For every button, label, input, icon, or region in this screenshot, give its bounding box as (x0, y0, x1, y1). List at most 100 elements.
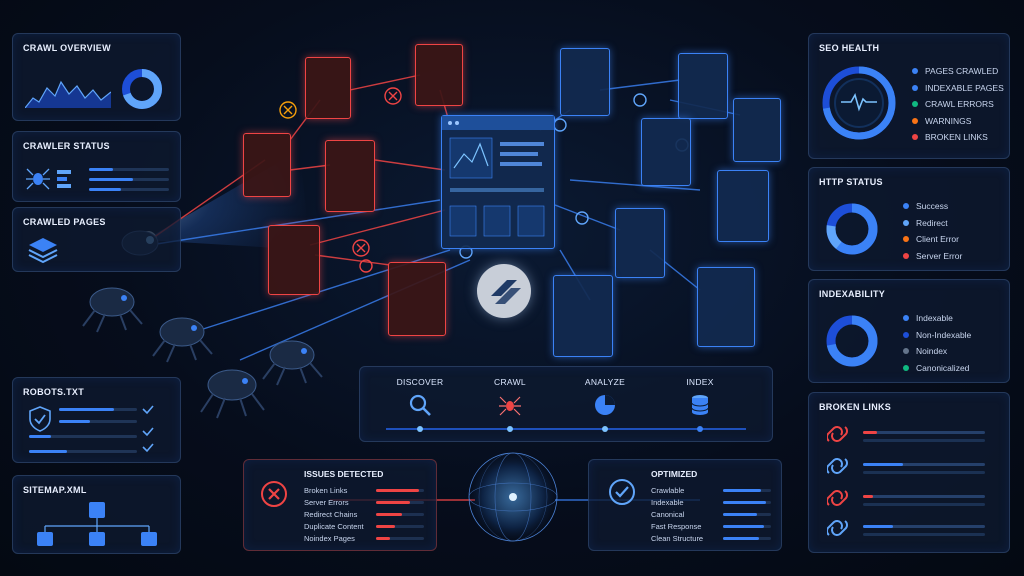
panel-title: CRAWLER STATUS (23, 141, 110, 151)
crawler-robot-4 (262, 340, 323, 386)
chain-marker-1 (553, 118, 567, 132)
stage-label: INDEX (686, 377, 714, 387)
legend-item: Indexable (903, 310, 971, 327)
stage-analyze[interactable]: ANALYZE (565, 377, 645, 419)
page-window-error (268, 225, 320, 295)
crawler-robot-2 (82, 287, 143, 333)
crawler-robot-5 (200, 369, 265, 419)
legend-item: CRAWL ERRORS (912, 96, 1004, 113)
legend-item: INDEXABLE PAGES (912, 80, 1004, 97)
panel-title: BROKEN LINKS (819, 402, 892, 412)
brand-logo-icon (477, 264, 531, 318)
http-status-panel[interactable]: HTTP STATUS Success Redirect Client Erro… (808, 167, 1010, 271)
seo-health-legend: PAGES CRAWLED INDEXABLE PAGES CRAWL ERRO… (912, 63, 1004, 146)
issue-item[interactable]: Server Errors (304, 496, 424, 508)
database-icon (691, 395, 709, 415)
broken-links-panel[interactable]: BROKEN LINKS (808, 392, 1010, 553)
page-window-healthy (641, 118, 691, 186)
optimized-item[interactable]: Clean Structure (651, 532, 771, 544)
optimized-item[interactable]: Indexable (651, 496, 771, 508)
pipeline-progress-track (386, 426, 746, 432)
panel-title: ROBOTS.TXT (23, 387, 84, 397)
indexability-panel[interactable]: INDEXABILITY Indexable Non-Indexable Noi… (808, 279, 1010, 383)
stage-label: DISCOVER (396, 377, 444, 387)
red-link-5 (374, 159, 446, 171)
legend-item: Client Error (903, 231, 962, 248)
issue-item[interactable]: Redirect Chains (304, 508, 424, 520)
pie-chart-icon (595, 395, 615, 415)
spider-icon (26, 168, 50, 190)
stage-discover[interactable]: DISCOVER (380, 377, 460, 419)
crawler-status-panel[interactable]: CRAWLER STATUS (12, 131, 181, 202)
page-window-healthy (615, 208, 665, 278)
indexability-donut (826, 315, 878, 367)
page-window-healthy (560, 48, 610, 116)
issue-item[interactable]: Broken Links (304, 484, 424, 496)
check-circle-icon (609, 479, 635, 505)
broken-link-list (827, 426, 985, 536)
broken-link-icon (827, 426, 848, 442)
panel-title: SEO HEALTH (819, 43, 880, 53)
magnifier-icon (409, 394, 431, 416)
stage-index[interactable]: INDEX (660, 377, 740, 419)
page-window-healthy (678, 53, 728, 119)
legend-item: BROKEN LINKS (912, 129, 1004, 146)
stage-label: CRAWL (494, 377, 526, 387)
crawled-pages-panel[interactable]: CRAWLED PAGES (12, 207, 181, 272)
broken-link-icon (827, 458, 848, 474)
legend-item: Non-Indexable (903, 327, 971, 344)
page-window-main (441, 115, 555, 249)
stage-label: ANALYZE (584, 377, 626, 387)
page-window-main-content (442, 116, 554, 237)
red-link-6 (314, 254, 391, 266)
panel-title: CRAWL OVERVIEW (23, 43, 111, 53)
seo-health-ring (822, 66, 896, 140)
panel-title: CRAWLED PAGES (23, 217, 106, 227)
legend-item: WARNINGS (912, 113, 1004, 130)
optimized-item[interactable]: Fast Response (651, 520, 771, 532)
optimized-title: OPTIMIZED (651, 469, 698, 479)
check-icon (142, 405, 154, 453)
optimized-panel[interactable]: OPTIMIZED Crawlable Indexable Canonical … (588, 459, 782, 551)
page-window-error (325, 140, 375, 212)
robots-txt-panel[interactable]: ROBOTS.TXT (12, 377, 181, 463)
red-link-7 (309, 209, 446, 246)
issue-item[interactable]: Duplicate Content (304, 520, 424, 532)
stage-crawl[interactable]: CRAWL (470, 377, 550, 419)
legend-item: PAGES CRAWLED (912, 63, 1004, 80)
panel-title: SITEMAP.XML (23, 485, 87, 495)
red-x-marker-1 (279, 101, 297, 119)
layers-icon (28, 238, 58, 264)
page-window-healthy (717, 170, 769, 242)
area-chart-icon (25, 80, 111, 108)
sitemap-xml-panel[interactable]: SITEMAP.XML (12, 475, 181, 554)
page-window-healthy (697, 267, 755, 347)
status-bars (89, 168, 169, 198)
legend-item: Server Error (903, 248, 962, 265)
issue-item[interactable]: Noindex Pages (304, 532, 424, 544)
broken-link-icon (827, 490, 848, 506)
globe-sphere-icon (468, 452, 558, 542)
optimized-item[interactable]: Canonical (651, 508, 771, 520)
blue-link-5 (599, 79, 681, 91)
optimized-item[interactable]: Crawlable (651, 484, 771, 496)
page-window-error (415, 44, 463, 106)
code-icon (57, 170, 71, 188)
red-x-marker-3 (352, 239, 370, 257)
seo-health-panel[interactable]: SEO HEALTH PAGES CRAWLED INDEXABLE PAGES… (808, 33, 1010, 159)
http-status-donut (826, 203, 878, 255)
red-x-marker-2 (384, 87, 402, 105)
crawl-overview-panel[interactable]: CRAWL OVERVIEW (12, 33, 181, 121)
pipeline-panel[interactable]: DISCOVER CRAWL ANALYZE INDEX (359, 366, 773, 442)
broken-link-icon (827, 520, 848, 536)
legend-item: Success (903, 198, 962, 215)
legend-item: Canonicalized (903, 360, 971, 377)
sitemap-tree-icon (37, 502, 157, 546)
shield-check-icon (29, 406, 51, 432)
chain-marker-3 (575, 211, 589, 225)
issues-detected-panel[interactable]: ISSUES DETECTED Broken Links Server Erro… (243, 459, 437, 551)
spider-icon (499, 396, 521, 416)
indexability-legend: Indexable Non-Indexable Noindex Canonica… (903, 310, 971, 376)
chain-marker-6 (359, 259, 373, 273)
panel-title: HTTP STATUS (819, 177, 883, 187)
